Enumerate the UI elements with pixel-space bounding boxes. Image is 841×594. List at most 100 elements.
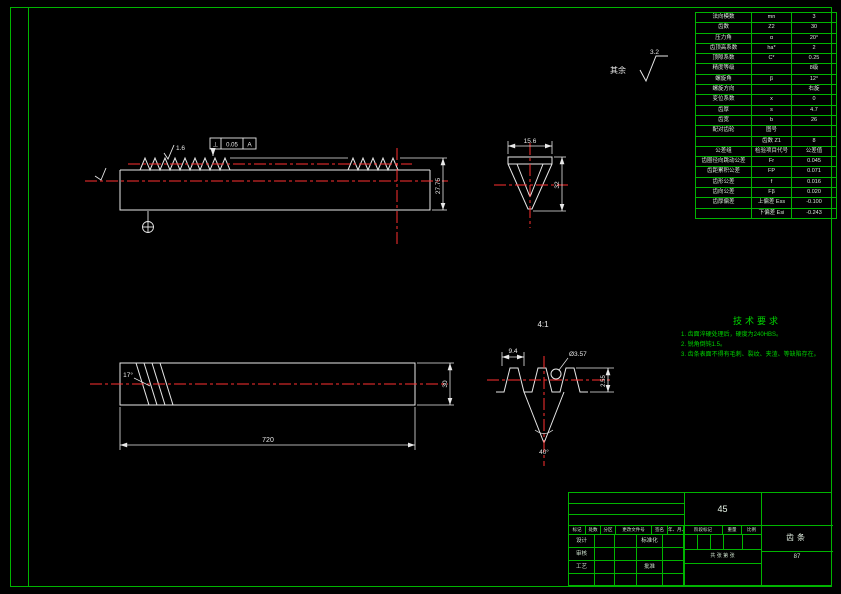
title-block-divider — [761, 493, 762, 585]
fcf-datum: A — [247, 142, 252, 149]
sign-cell: 标准化 — [637, 535, 663, 548]
length-dimension — [119, 407, 416, 450]
section-height-dimension — [533, 156, 566, 212]
rack-side-view — [119, 156, 431, 211]
param-table-row: 公差组检验项目代号公差值 — [695, 145, 837, 158]
revision-row-line — [569, 514, 684, 515]
sign-cell: 批准 — [637, 561, 663, 574]
side-height-dimension — [400, 157, 447, 211]
sign-cell — [663, 548, 684, 561]
title-block-hline — [684, 525, 833, 526]
stage-mark-label: 阶段标记 — [684, 525, 723, 535]
tech-requirement-item: 2. 锐角倒钝1.5。 — [681, 342, 727, 348]
drawing-number: 87 — [793, 554, 801, 560]
rack-side-centerlines — [85, 148, 448, 247]
detail-tooth-profile — [496, 357, 588, 444]
revision-header-cell: 年、月、日 — [668, 525, 684, 535]
fcf-tolerance: 0.05 — [226, 143, 238, 149]
fcf-symbol: ⊥ — [213, 142, 219, 149]
sign-cell — [595, 574, 615, 587]
param-table-row: 配对齿轮图号 — [695, 125, 837, 137]
sign-cell — [615, 561, 637, 574]
section-centerlines — [494, 143, 568, 228]
signature-grid: 设计标准化审核工艺批准 — [569, 535, 684, 587]
dim-tooth-roughness: 1.6 — [176, 145, 185, 152]
tooth-roughness-symbol — [163, 144, 175, 160]
dim-section-height: 32 — [554, 181, 561, 189]
sign-cell: 工艺 — [569, 561, 595, 574]
dim-top-width: 30 — [442, 380, 449, 388]
param-table-row: 齿厚偏差上偏差 Ess-0.100 — [695, 197, 837, 209]
revision-header-cell: 处数 — [586, 525, 601, 535]
detail-depth-dimension — [576, 367, 614, 393]
material-value: 45 — [717, 504, 728, 514]
sign-cell — [615, 548, 637, 561]
roughness-symbol — [639, 55, 668, 83]
scale-label: 比例 — [742, 525, 761, 535]
param-table-row: 下偏差 Esi-0.243 — [695, 207, 837, 219]
dim-end-angle: 17° — [123, 371, 133, 379]
sheet-info: 共 张 第 张 — [710, 553, 735, 559]
sign-cell — [595, 548, 615, 561]
detail-view-label: 4:1 — [537, 320, 549, 329]
dim-detail-pitch: 9.4 — [508, 348, 517, 355]
revision-row-line — [569, 503, 684, 504]
stage-box-line — [723, 535, 724, 549]
sign-cell — [595, 535, 615, 548]
sign-cell — [615, 535, 637, 548]
title-block-hline — [761, 551, 833, 552]
roughness-mark-left — [94, 167, 107, 181]
sign-cell — [637, 574, 663, 587]
param-table-row: 螺旋方向右旋 — [695, 84, 837, 96]
sign-cell — [569, 574, 595, 587]
weight-label: 重量 — [723, 525, 742, 535]
tech-requirement-item: 3. 齿条表面不得有毛刺、裂纹、夹渣、等缺陷存在。 — [681, 352, 820, 358]
section-width-dimension — [507, 141, 553, 154]
drawing-frame — [10, 7, 832, 587]
sign-cell — [663, 574, 684, 587]
detail-pitch-dimension — [501, 352, 525, 366]
detail-centerlines — [487, 356, 612, 466]
revision-header-cell: 更改文件号 — [616, 525, 652, 535]
title-block-hline — [684, 549, 761, 550]
part-name: 齿条 — [786, 533, 808, 542]
feature-control-frame — [209, 137, 257, 156]
sign-cell: 审核 — [569, 548, 595, 561]
surface-note-prefix: 其余 — [610, 65, 626, 75]
technical-requirements-title: 技术要求 — [732, 316, 781, 326]
surface-note-value: 3.2 — [650, 49, 659, 56]
sign-cell — [595, 561, 615, 574]
dim-section-width: 15.6 — [524, 138, 537, 145]
title-block-divider — [684, 493, 685, 585]
dim-detail-pin: Ø3.57 — [569, 351, 587, 358]
datum-symbol — [142, 211, 154, 233]
revision-header-cell: 标记 — [569, 525, 586, 535]
sign-cell — [663, 561, 684, 574]
technical-requirements: 技术要求 1. 齿面淬硬处理后，硬度为240HBS。 2. 锐角倒钝1.5。 3. … — [681, 314, 833, 361]
dim-top-length: 720 — [262, 437, 274, 444]
stage-box-line — [697, 535, 698, 549]
title-block-hline — [684, 563, 761, 564]
revision-header-cell: 分区 — [601, 525, 616, 535]
sign-cell — [663, 535, 684, 548]
sign-cell — [615, 574, 637, 587]
dim-detail-angle: 40° — [539, 448, 549, 456]
stage-box-line — [742, 535, 743, 549]
revision-header-cell: 签名 — [652, 525, 668, 535]
tech-requirement-item: 1. 齿面淬硬处理后，硬度为240HBS。 — [681, 332, 783, 338]
